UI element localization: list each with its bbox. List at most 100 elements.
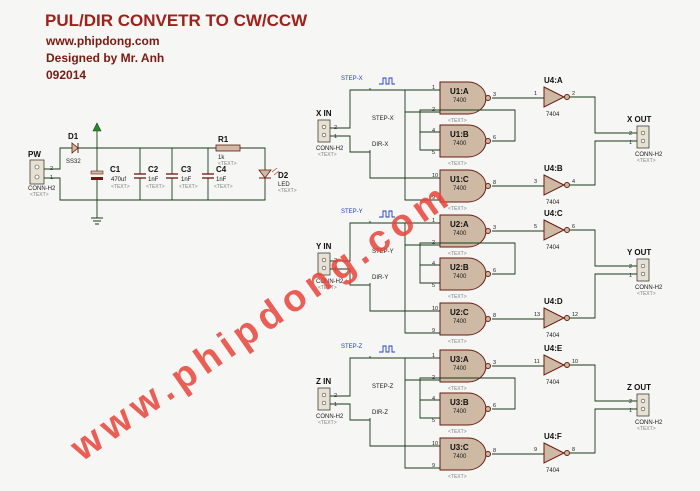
- wire: [330, 222, 440, 262]
- designer-line: Designed by Mr. Anh: [46, 51, 164, 65]
- inverter-ref: U4:A: [544, 76, 563, 85]
- gate-pin-out: 6: [493, 135, 496, 141]
- wire: [350, 88, 371, 91]
- gate-pin-in-a: 1: [432, 218, 435, 224]
- gate-type: 7400: [453, 409, 467, 415]
- connector-pin-icon: [321, 257, 327, 263]
- gate-pin-out: 3: [493, 225, 496, 231]
- connector-text-tag: <TEXT>: [318, 285, 337, 291]
- pw-text-tag: <TEXT>: [30, 192, 49, 198]
- inverter-pin-in: 5: [534, 224, 537, 230]
- connector-text-tag: <TEXT>: [637, 158, 656, 164]
- step-probe-label: STEP-Z: [341, 344, 363, 350]
- connector-pin-icon: [640, 138, 646, 144]
- gate-pin-out: 8: [493, 313, 496, 319]
- connector-text-tag: <TEXT>: [637, 291, 656, 297]
- website-line: www.phipdong.com: [45, 34, 160, 48]
- inverter-type: 7404: [546, 245, 560, 251]
- connector-pin-icon: [640, 130, 646, 136]
- inverter-pin-out: 2: [572, 91, 575, 97]
- connector-pin-icon: [321, 265, 327, 271]
- gate-pin-in-a: 10: [432, 441, 438, 447]
- power-rail-icon: [92, 122, 102, 132]
- step-net-label: STEP-Z: [372, 384, 394, 390]
- inverter-type: 7404: [546, 468, 560, 474]
- cap-value: 1nF: [148, 177, 159, 183]
- pw-connector-type: CONN-H2: [28, 186, 56, 192]
- diode-d1-type: SS32: [66, 159, 81, 165]
- wire: [570, 364, 637, 402]
- connector-pin-num: 2: [629, 264, 632, 270]
- wire: [570, 408, 637, 454]
- led-type: LED: [278, 182, 290, 188]
- capacitor-c2: C2 1nF <TEXT>: [134, 148, 165, 200]
- step-probe-label: STEP-X: [341, 76, 363, 82]
- wire: [369, 420, 440, 447]
- gate-text-tag: <TEXT>: [448, 161, 467, 167]
- gate-pin-in-b: 9: [432, 328, 435, 334]
- inverter-icon: [543, 442, 566, 464]
- output-connector-label: Z OUT: [627, 383, 651, 392]
- gate-type: 7400: [453, 186, 467, 192]
- pulse-probe-icon: [379, 77, 395, 85]
- gate-pin-in-a: 4: [432, 128, 435, 134]
- wire: [330, 268, 371, 286]
- wire: [419, 109, 516, 142]
- output-connector-label: X OUT: [627, 115, 652, 124]
- gate-pin-in-a: 1: [432, 353, 435, 359]
- connector-type: CONN-H2: [316, 414, 344, 420]
- resistor-text-tag: <TEXT>: [218, 161, 237, 167]
- led-d2-icon: [258, 169, 272, 179]
- wire: [369, 285, 440, 312]
- gate-ref: U3:B: [450, 398, 469, 407]
- inversion-bubble-icon: [564, 94, 570, 100]
- gate-text-tag: <TEXT>: [448, 294, 467, 300]
- wire: [350, 221, 371, 224]
- pulse-probe-icon: [379, 345, 395, 353]
- cap-ref: C2: [148, 165, 159, 174]
- gate-pin-in-a: 10: [432, 173, 438, 179]
- wire: [330, 135, 371, 153]
- gate-pin-in-a: 4: [432, 261, 435, 267]
- cap-text-tag: <TEXT>: [146, 184, 165, 190]
- wire: [419, 377, 516, 410]
- cap-ref: C3: [181, 165, 192, 174]
- connector-text-tag: <TEXT>: [318, 152, 337, 158]
- step-net-label: STEP-Y: [372, 249, 394, 255]
- connector-pin-num: 1: [334, 134, 337, 140]
- gate-type: 7400: [453, 454, 467, 460]
- connector-pin-num: 1: [629, 140, 632, 146]
- gate-pin-out: 6: [493, 403, 496, 409]
- ground-icon: [91, 217, 103, 225]
- gate-type: 7400: [453, 141, 467, 147]
- connector-pin-icon: [321, 400, 327, 406]
- gate-pin-out: 8: [493, 448, 496, 454]
- gate-pin-out: 3: [493, 360, 496, 366]
- gate-text-tag: <TEXT>: [448, 429, 467, 435]
- resistor-ref: R1: [218, 135, 229, 144]
- wire: [330, 403, 371, 421]
- inverter-ref: U4:B: [544, 164, 563, 173]
- gate-text-tag: <TEXT>: [448, 251, 467, 257]
- inversion-bubble-icon: [564, 362, 570, 368]
- inversion-bubble-icon: [564, 315, 570, 321]
- gate-pin-in-b: 9: [432, 195, 435, 201]
- inverter-ref: U4:F: [544, 432, 562, 441]
- connector-pin-num: 1: [629, 408, 632, 414]
- pw-connector: [29, 159, 45, 185]
- gate-pin-in-b: 5: [432, 418, 435, 424]
- gate-ref: U2:C: [450, 308, 469, 317]
- capacitor-c1: C1 470uf <TEXT>: [90, 148, 130, 200]
- gate-pin-in-b: 9: [432, 463, 435, 469]
- inverter-pin-in: 11: [534, 359, 540, 365]
- input-connector-label: Y IN: [316, 242, 332, 251]
- gate-text-tag: <TEXT>: [448, 118, 467, 124]
- inversion-bubble-icon: [485, 228, 491, 234]
- gate-text-tag: <TEXT>: [448, 474, 467, 480]
- inverter-ref: U4:E: [544, 344, 563, 353]
- wire: [404, 90, 440, 201]
- inverter-type: 7404: [546, 112, 560, 118]
- wire: [419, 400, 440, 419]
- connector-icon: [636, 393, 650, 417]
- inversion-bubble-icon: [485, 183, 491, 189]
